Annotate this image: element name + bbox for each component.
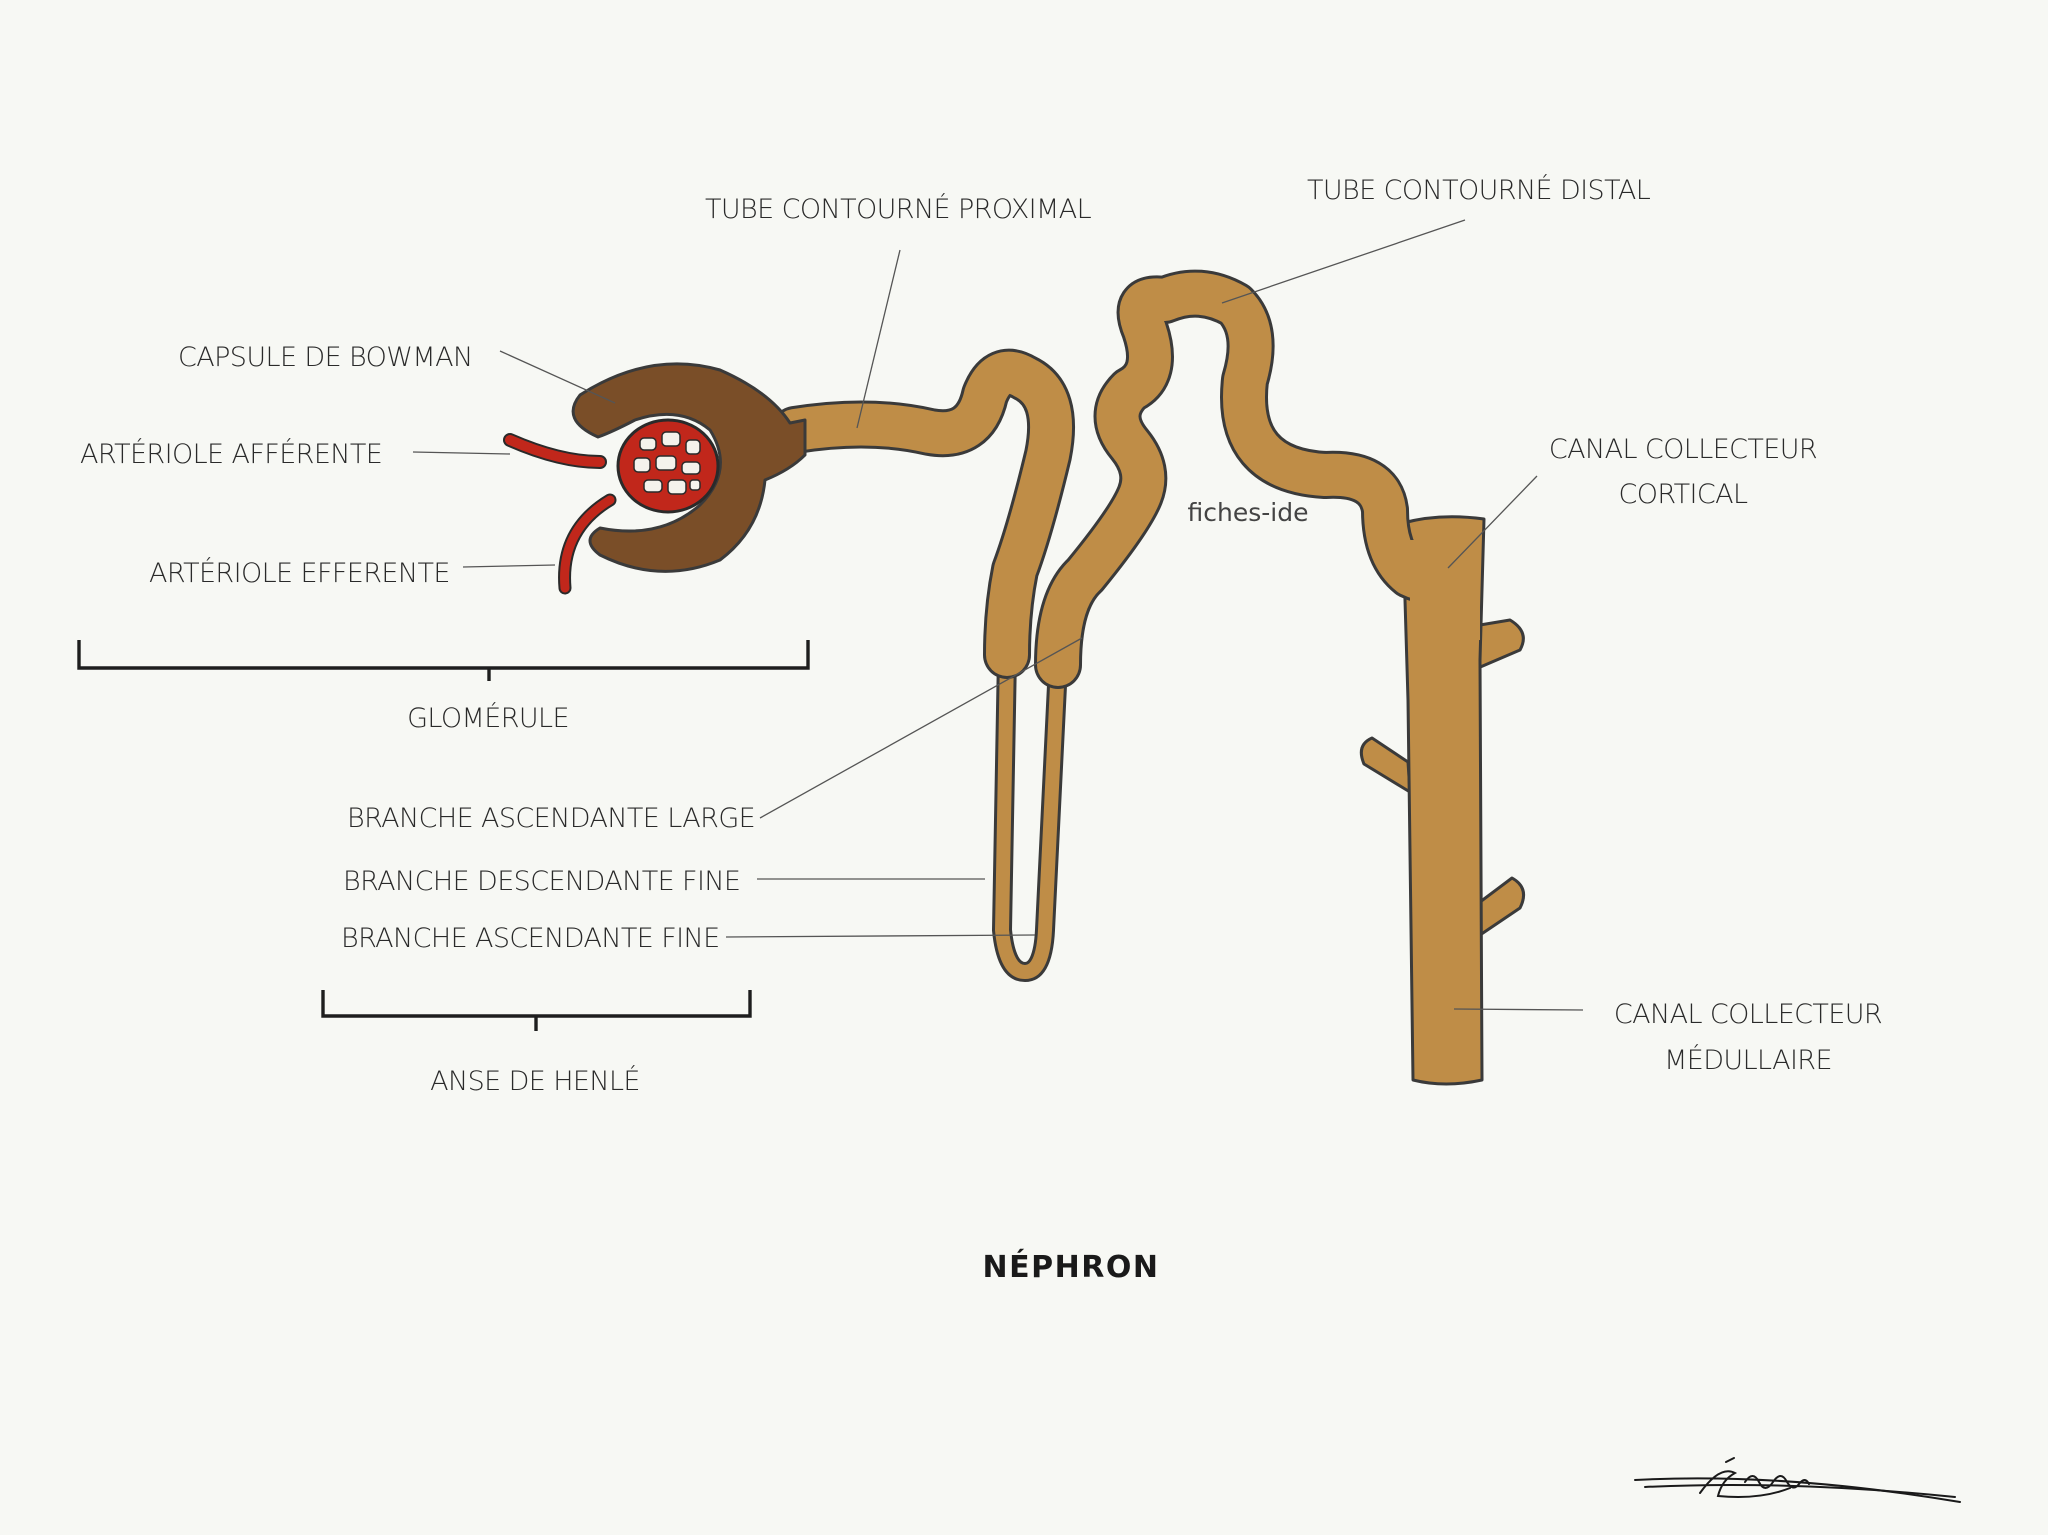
arteriole-efferente-label: ARTÉRIOLE EFFERENTE — [149, 557, 450, 589]
bowman-capsule — [571, 362, 807, 573]
diagram-title: NÉPHRON — [983, 1249, 1160, 1285]
watermark-text: fiches-ide — [1188, 498, 1309, 527]
nephron-tubule — [771, 269, 1480, 982]
glomerule-label: GLOMÉRULE — [407, 702, 569, 734]
branche-descendante-fine-label: BRANCHE DESCENDANTE FINE — [343, 866, 740, 897]
branche-ascendante-large-label: BRANCHE ASCENDANTE LARGE — [347, 803, 755, 834]
glomerule-bracket — [77, 640, 810, 681]
collecting-duct — [1359, 515, 1526, 1086]
anse-henle-bracket — [321, 990, 752, 1031]
capsule-bowman-label: CAPSULE DE BOWMAN — [178, 342, 473, 373]
author-signature — [1634, 1457, 1961, 1503]
leader-lines — [412, 219, 1584, 1011]
branche-ascendante-fine-label: BRANCHE ASCENDANTE FINE — [341, 923, 720, 954]
tube-proximal-label: TUBE CONTOURNÉ PROXIMAL — [705, 193, 1092, 225]
arteriole-afferente-label: ARTÉRIOLE AFFÉRENTE — [80, 438, 382, 470]
canal-cortical-label-line2: CORTICAL — [1619, 479, 1748, 510]
anse-henle-label: ANSE DE HENLÉ — [430, 1065, 640, 1097]
canal-medullaire-label-line2: MÉDULLAIRE — [1664, 1044, 1832, 1076]
tube-distal-label: TUBE CONTOURNÉ DISTAL — [1307, 174, 1651, 206]
canal-cortical-label-line1: CANAL COLLECTEUR — [1549, 434, 1817, 465]
glomerulus-capillaries — [503, 418, 720, 595]
canal-medullaire-label-line1: CANAL COLLECTEUR — [1614, 999, 1882, 1030]
